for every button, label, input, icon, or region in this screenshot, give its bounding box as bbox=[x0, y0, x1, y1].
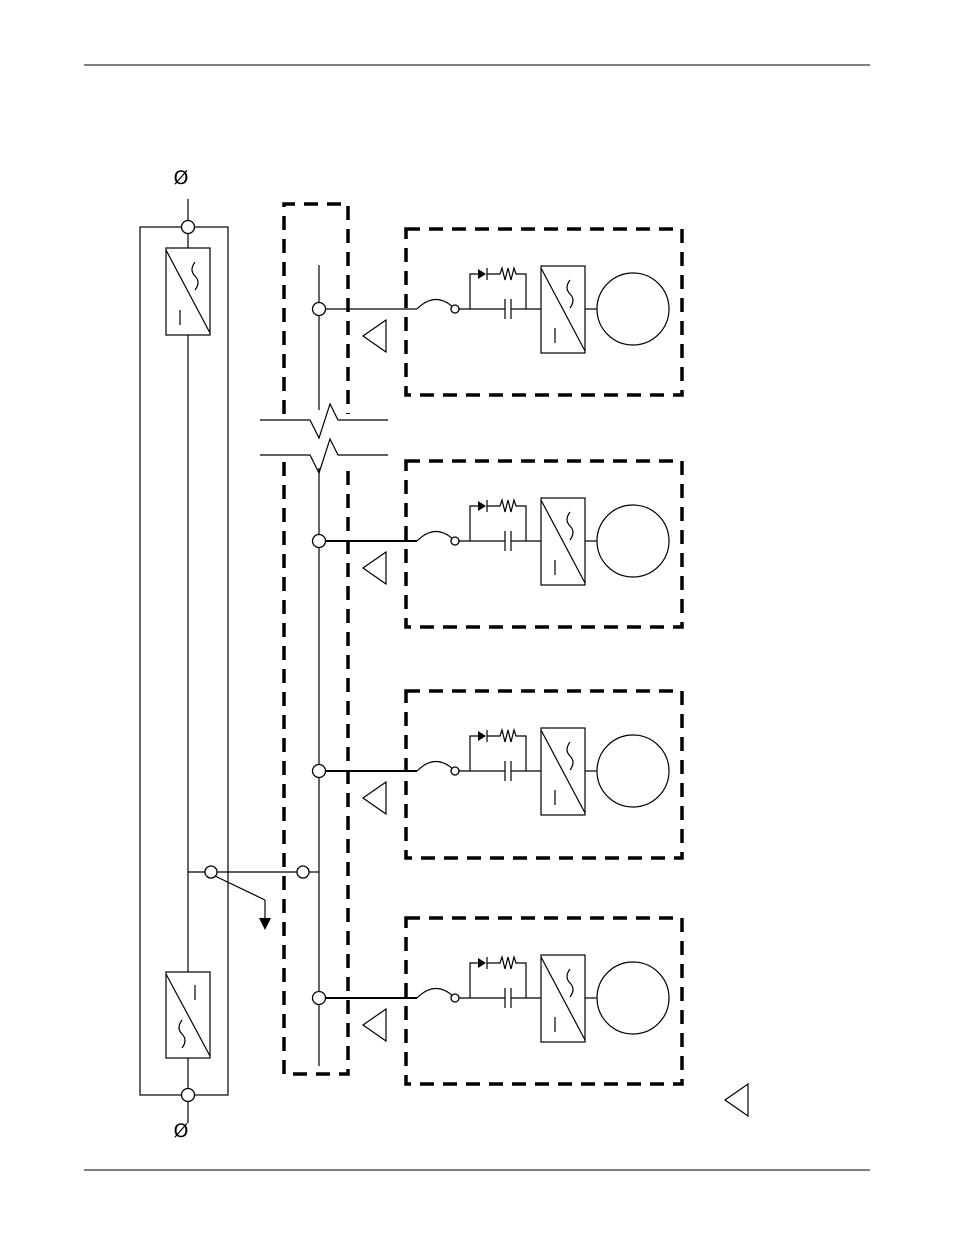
module-enclosure bbox=[406, 461, 682, 627]
bus-node bbox=[313, 992, 326, 1005]
diode-icon bbox=[478, 501, 486, 511]
rectifier-block-top bbox=[166, 248, 210, 335]
fuse-icon bbox=[417, 762, 455, 772]
break-symbol bbox=[260, 404, 388, 473]
note-triangle-icon bbox=[363, 552, 386, 584]
ac-symbol-icon bbox=[567, 969, 573, 997]
module-enclosure bbox=[406, 918, 682, 1084]
module-enclosure bbox=[406, 691, 682, 858]
ups-frame bbox=[140, 199, 297, 1123]
fuse-terminal bbox=[451, 994, 459, 1002]
fuse-icon bbox=[417, 989, 455, 999]
bus-node bbox=[313, 765, 326, 778]
ac-symbol-icon bbox=[567, 742, 573, 770]
fuse-terminal bbox=[451, 537, 459, 545]
load-circle bbox=[597, 505, 669, 577]
bus-node bbox=[313, 535, 326, 548]
rows-layer bbox=[313, 229, 683, 1084]
phase-symbol-top: Ø bbox=[174, 167, 189, 189]
fuse-icon bbox=[417, 300, 455, 310]
ac-symbol-icon bbox=[567, 512, 573, 540]
module-row bbox=[313, 461, 683, 627]
module-row bbox=[313, 691, 683, 858]
note-triangle-icon bbox=[725, 1084, 748, 1116]
note-triangle-icon bbox=[363, 320, 386, 352]
ground-arrow-icon bbox=[259, 918, 271, 930]
note-triangle-icon bbox=[363, 782, 386, 814]
bus-node bbox=[313, 303, 326, 316]
rectifier-block-bottom bbox=[166, 972, 210, 1058]
fuse-terminal bbox=[451, 767, 459, 775]
distribution-bus bbox=[284, 204, 348, 1074]
note-triangle-icon bbox=[363, 1009, 386, 1041]
ac-symbol-icon bbox=[567, 280, 573, 308]
input-terminal-top bbox=[182, 221, 195, 234]
module-row bbox=[313, 229, 683, 395]
input-terminal-bottom bbox=[182, 1089, 195, 1102]
fuse-terminal bbox=[451, 305, 459, 313]
load-circle bbox=[597, 962, 669, 1034]
resistor-icon bbox=[487, 500, 526, 541]
module-enclosure bbox=[406, 229, 682, 395]
diode-icon bbox=[478, 269, 486, 279]
resistor-icon bbox=[487, 957, 526, 998]
diode-icon bbox=[478, 958, 486, 968]
resistor-icon bbox=[487, 730, 526, 771]
load-circle bbox=[597, 273, 669, 345]
phase-symbol-bottom: Ø bbox=[174, 1120, 189, 1142]
module-row bbox=[313, 918, 683, 1084]
fuse-icon bbox=[417, 532, 455, 542]
diode-icon bbox=[478, 731, 486, 741]
resistor-icon bbox=[487, 268, 526, 309]
load-circle bbox=[597, 735, 669, 807]
